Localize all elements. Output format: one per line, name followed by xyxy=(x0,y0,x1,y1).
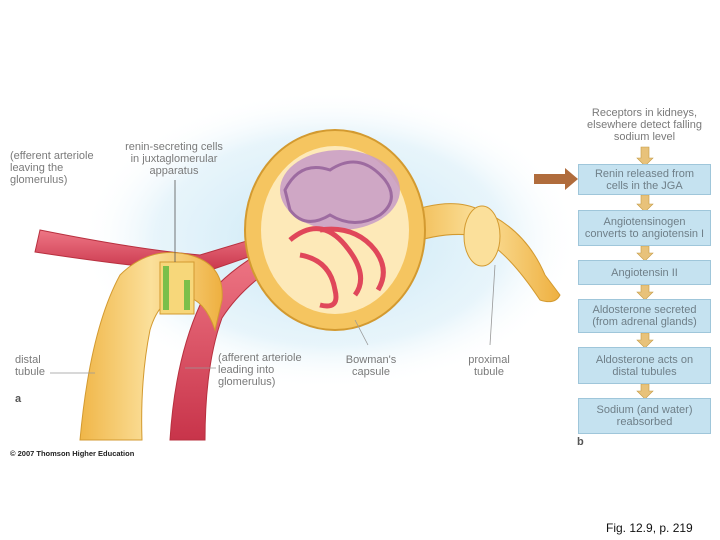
flow-arrow-5 xyxy=(636,383,654,400)
label-distal-tubule: distal tubule xyxy=(15,354,45,378)
capillary-3 xyxy=(319,226,386,292)
proximal-tubule-end xyxy=(463,205,501,267)
label-proximal-tubule: proximal tubule xyxy=(468,354,510,378)
flow-arrow-2 xyxy=(636,245,654,262)
leader-proximal xyxy=(489,264,496,346)
flow-step-sodium-reabsorbed: Sodium (and water) reabsorbed xyxy=(578,398,711,434)
label-efferent-arteriole: (efferent arteriole leaving the glomerul… xyxy=(10,150,94,186)
pointer-arrow xyxy=(534,168,578,190)
panel-label-a: a xyxy=(15,393,22,405)
flow-arrow-3 xyxy=(636,284,654,301)
flow-step-aldosterone-secreted: Aldosterone secreted (from adrenal gland… xyxy=(578,299,711,333)
jga-green-left xyxy=(163,266,169,310)
flow-arrow-4 xyxy=(636,332,654,349)
capillary-2 xyxy=(299,252,339,309)
figure-citation: Fig. 12.9, p. 219 xyxy=(606,521,693,535)
label-renin-cells: renin-secreting cells in juxtaglomerular… xyxy=(125,141,223,177)
glomerulus-loops xyxy=(283,160,393,224)
label-afferent-arteriole: (afferent arteriole leading into glomeru… xyxy=(218,352,302,388)
panel-label-b: b xyxy=(577,436,584,448)
flow-arrow-0 xyxy=(636,146,654,167)
flow-arrow-1 xyxy=(636,194,654,213)
flow-arrows xyxy=(636,146,654,400)
capillary-1 xyxy=(288,226,364,297)
copyright-text: © 2007 Thomson Higher Education xyxy=(10,449,135,458)
glomerulus-upper xyxy=(280,150,400,230)
flowchart-header: Receptors in kidneys, elsewhere detect f… xyxy=(587,107,702,143)
label-bowmans-capsule: Bowman's capsule xyxy=(345,354,397,378)
flow-step-angiotensinogen: Angiotensinogen converts to angiotensin … xyxy=(578,210,711,246)
flow-step-renin-released: Renin released from cells in the JGA xyxy=(578,164,711,195)
jga-green-right xyxy=(184,280,190,310)
distal-tubule-shape xyxy=(79,252,223,441)
flow-step-aldosterone-acts: Aldosterone acts on distal tubules xyxy=(578,347,711,384)
leader-bowman xyxy=(354,319,369,346)
flow-step-angiotensin-ii: Angiotensin II xyxy=(578,260,711,285)
proximal-tubule-shape xyxy=(399,203,561,303)
